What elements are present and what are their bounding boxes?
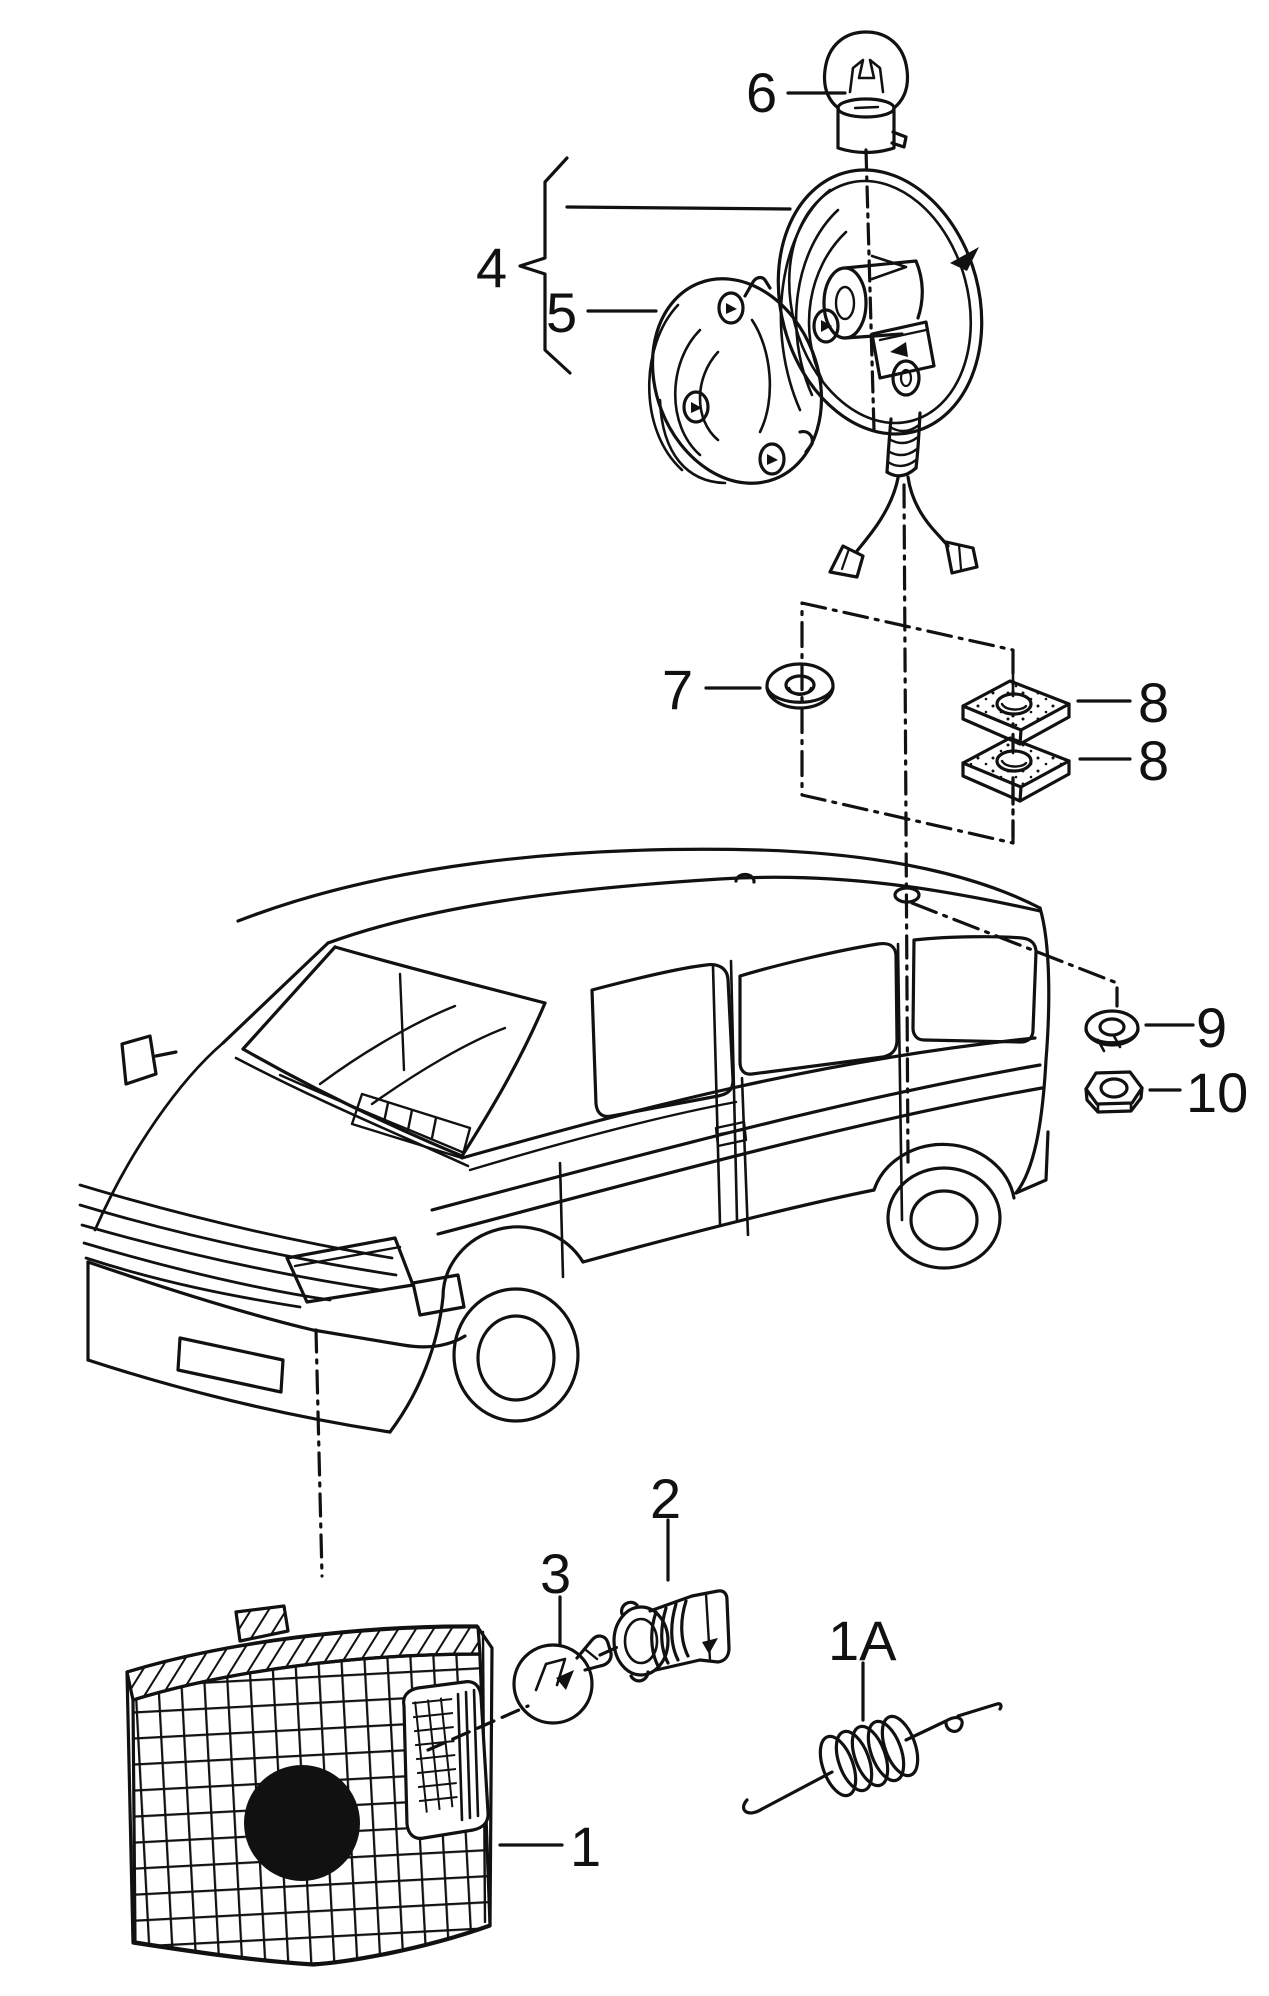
rear-quarter-window xyxy=(911,935,1038,1044)
van-a-pillar-inner xyxy=(241,945,337,1051)
callout-2-label: 2 xyxy=(650,1467,681,1530)
tension-spring-drawing xyxy=(742,1702,1003,1815)
front-door-seam xyxy=(558,1161,565,1279)
callout-4-leader xyxy=(565,205,792,211)
cab-door-window xyxy=(590,962,735,1119)
roof-lamp-group xyxy=(518,30,1132,1164)
mount-axis-line xyxy=(902,483,910,1164)
assembly-axis-upper xyxy=(864,148,876,432)
sliding-door-rear-seam xyxy=(896,942,904,1222)
lamp-cover-drawing xyxy=(648,275,824,485)
callout-6-label: 6 xyxy=(746,61,777,124)
van-b-pillar xyxy=(711,959,739,1226)
van-a-pillar-outer xyxy=(221,941,330,1045)
van-turn-signal xyxy=(411,1273,466,1317)
wire-connectors-drawing xyxy=(828,475,979,579)
callout-5-label: 5 xyxy=(546,281,577,344)
van-rear-wheel xyxy=(872,1142,1016,1270)
van-windshield-right-pillar xyxy=(460,1001,547,1158)
van-rear-bumper-cap xyxy=(1014,1130,1050,1195)
van-rocker-line xyxy=(581,1188,876,1264)
mount-stem-drawing xyxy=(885,411,922,478)
van-cowl-line xyxy=(234,1056,470,1168)
callout-3-label: 3 xyxy=(540,1542,571,1605)
roof-mount-hole xyxy=(893,886,921,904)
door-mirror xyxy=(120,1034,178,1086)
bulb-holder-drawing xyxy=(612,1589,731,1683)
van-body-crease-2 xyxy=(436,1086,1044,1236)
lamp-housing-drawing xyxy=(776,168,984,436)
van-beltline xyxy=(460,1036,1037,1160)
windshield-interior-lines xyxy=(278,972,507,1160)
van-front-wheel xyxy=(441,1225,585,1423)
callout-labels: 6 4 5 7 8 8 9 10 1 2 3 1A xyxy=(476,61,1248,1878)
assembly-brace xyxy=(518,156,572,375)
sliding-door-window xyxy=(738,941,899,1076)
van-windshield-top xyxy=(333,945,547,1005)
callout-8a-label: 8 xyxy=(1138,671,1169,734)
sliding-door-front-seam xyxy=(740,1076,750,1237)
callout-1a-label: 1A xyxy=(828,1609,897,1672)
fastener-leader-line xyxy=(910,901,1119,1008)
foam-pad-lower-drawing xyxy=(961,736,1071,803)
van-drawing xyxy=(78,847,1051,1434)
lamp-bulb-drawing xyxy=(822,30,910,155)
indicator-bulb-drawing xyxy=(512,1634,613,1725)
door-handle xyxy=(714,1120,748,1148)
callout-10-label: 10 xyxy=(1186,1061,1248,1124)
hex-nut-drawing xyxy=(1084,1070,1144,1114)
grommet-drawing xyxy=(765,662,835,710)
indicator-lens-drawing xyxy=(125,1604,494,1967)
mount-plate-outline xyxy=(800,601,1015,845)
foam-pad-upper-drawing xyxy=(961,679,1071,746)
callout-4-label: 4 xyxy=(476,236,507,299)
callout-9-label: 9 xyxy=(1196,996,1227,1059)
van-front-bumper xyxy=(86,1260,467,1434)
van-rear-pillar xyxy=(1014,906,1051,1195)
van-front-grille xyxy=(78,1041,398,1309)
callout-1-label: 1 xyxy=(570,1815,601,1878)
lock-washer-drawing xyxy=(1084,1009,1140,1053)
van-roof-gutter xyxy=(326,875,1042,945)
lens-axis-line xyxy=(314,1328,324,1578)
insertion-flag-pointer xyxy=(870,254,908,281)
callout-8b-label: 8 xyxy=(1138,729,1169,792)
van-headlight xyxy=(285,1236,415,1304)
van-beltline-2 xyxy=(468,1100,738,1172)
roof-marker-bump xyxy=(734,872,756,884)
van-roof-outline xyxy=(236,847,1042,923)
callout-7-label: 7 xyxy=(662,658,693,721)
